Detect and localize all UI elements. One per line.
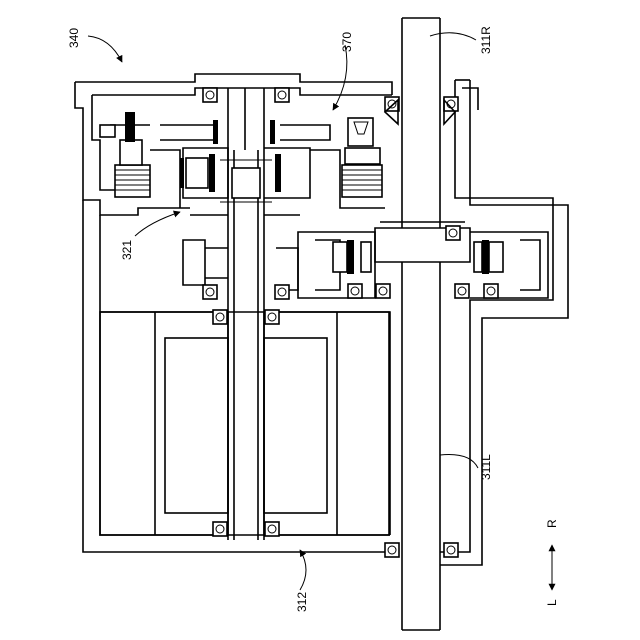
bearing (376, 284, 390, 298)
bearing (455, 284, 469, 298)
leader-370 (333, 45, 347, 110)
leader-311L (440, 455, 478, 468)
right-housing (440, 80, 568, 565)
differential-carrier (298, 222, 548, 298)
bearing (385, 543, 399, 557)
bearing (203, 88, 217, 102)
axle-shaft-311 (402, 18, 440, 630)
label-340-rotated: 340 (67, 28, 81, 48)
bearing (446, 226, 460, 240)
bearing (213, 310, 227, 324)
bearing (203, 285, 217, 299)
label-311R: 311R (479, 26, 493, 54)
leader-311R (430, 33, 476, 40)
bearing (385, 97, 399, 111)
label-370: 370 (340, 32, 354, 52)
leader-312 (300, 550, 306, 590)
direction-right-label: R (545, 519, 559, 528)
bearing (213, 522, 227, 536)
leader-321 (135, 212, 180, 236)
bearing (265, 310, 279, 324)
label-321: 321 (120, 240, 134, 260)
bearing (275, 285, 289, 299)
label-312: 312 (295, 592, 309, 612)
bearing (348, 284, 362, 298)
bearing (265, 522, 279, 536)
label-311L: 311L (479, 454, 493, 480)
bearing (484, 284, 498, 298)
bearing (444, 543, 458, 557)
motor-312 (100, 312, 390, 535)
bearing (444, 97, 458, 111)
leader-340 (88, 36, 122, 62)
bearing (275, 88, 289, 102)
direction-left-label: L (545, 599, 559, 606)
